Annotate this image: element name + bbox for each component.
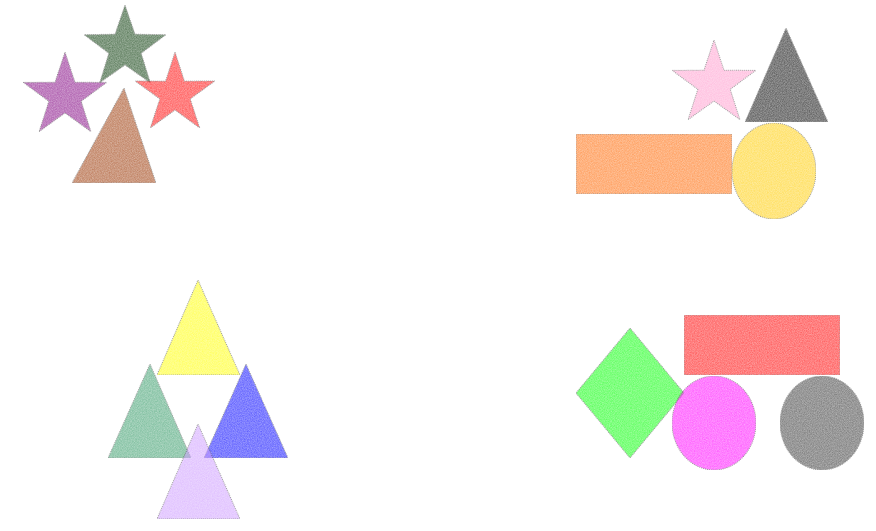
group-top-right <box>575 26 829 220</box>
red-star-icon <box>133 50 217 130</box>
yellow-triangle-icon <box>156 278 241 376</box>
magenta-ellipse-icon <box>671 375 757 471</box>
sea-green-triangle-icon <box>107 362 192 459</box>
purple-star-icon <box>21 50 109 133</box>
group-top-left <box>21 3 217 184</box>
red-rectangle-icon <box>683 314 841 376</box>
dark-gray-ellipse-icon <box>779 375 865 471</box>
brown-triangle-icon <box>71 86 157 184</box>
black-triangle-icon <box>744 26 829 123</box>
orange-rectangle-icon <box>575 133 733 195</box>
dark-green-star-icon <box>82 3 168 85</box>
pink-star-icon <box>670 38 758 121</box>
green-diamond-icon <box>575 327 685 459</box>
group-bottom-left <box>107 278 289 520</box>
lavender-triangle-icon <box>156 422 241 520</box>
group-bottom-right <box>575 314 865 471</box>
blue-triangle-icon <box>203 362 289 459</box>
gold-ellipse-icon <box>731 122 817 220</box>
